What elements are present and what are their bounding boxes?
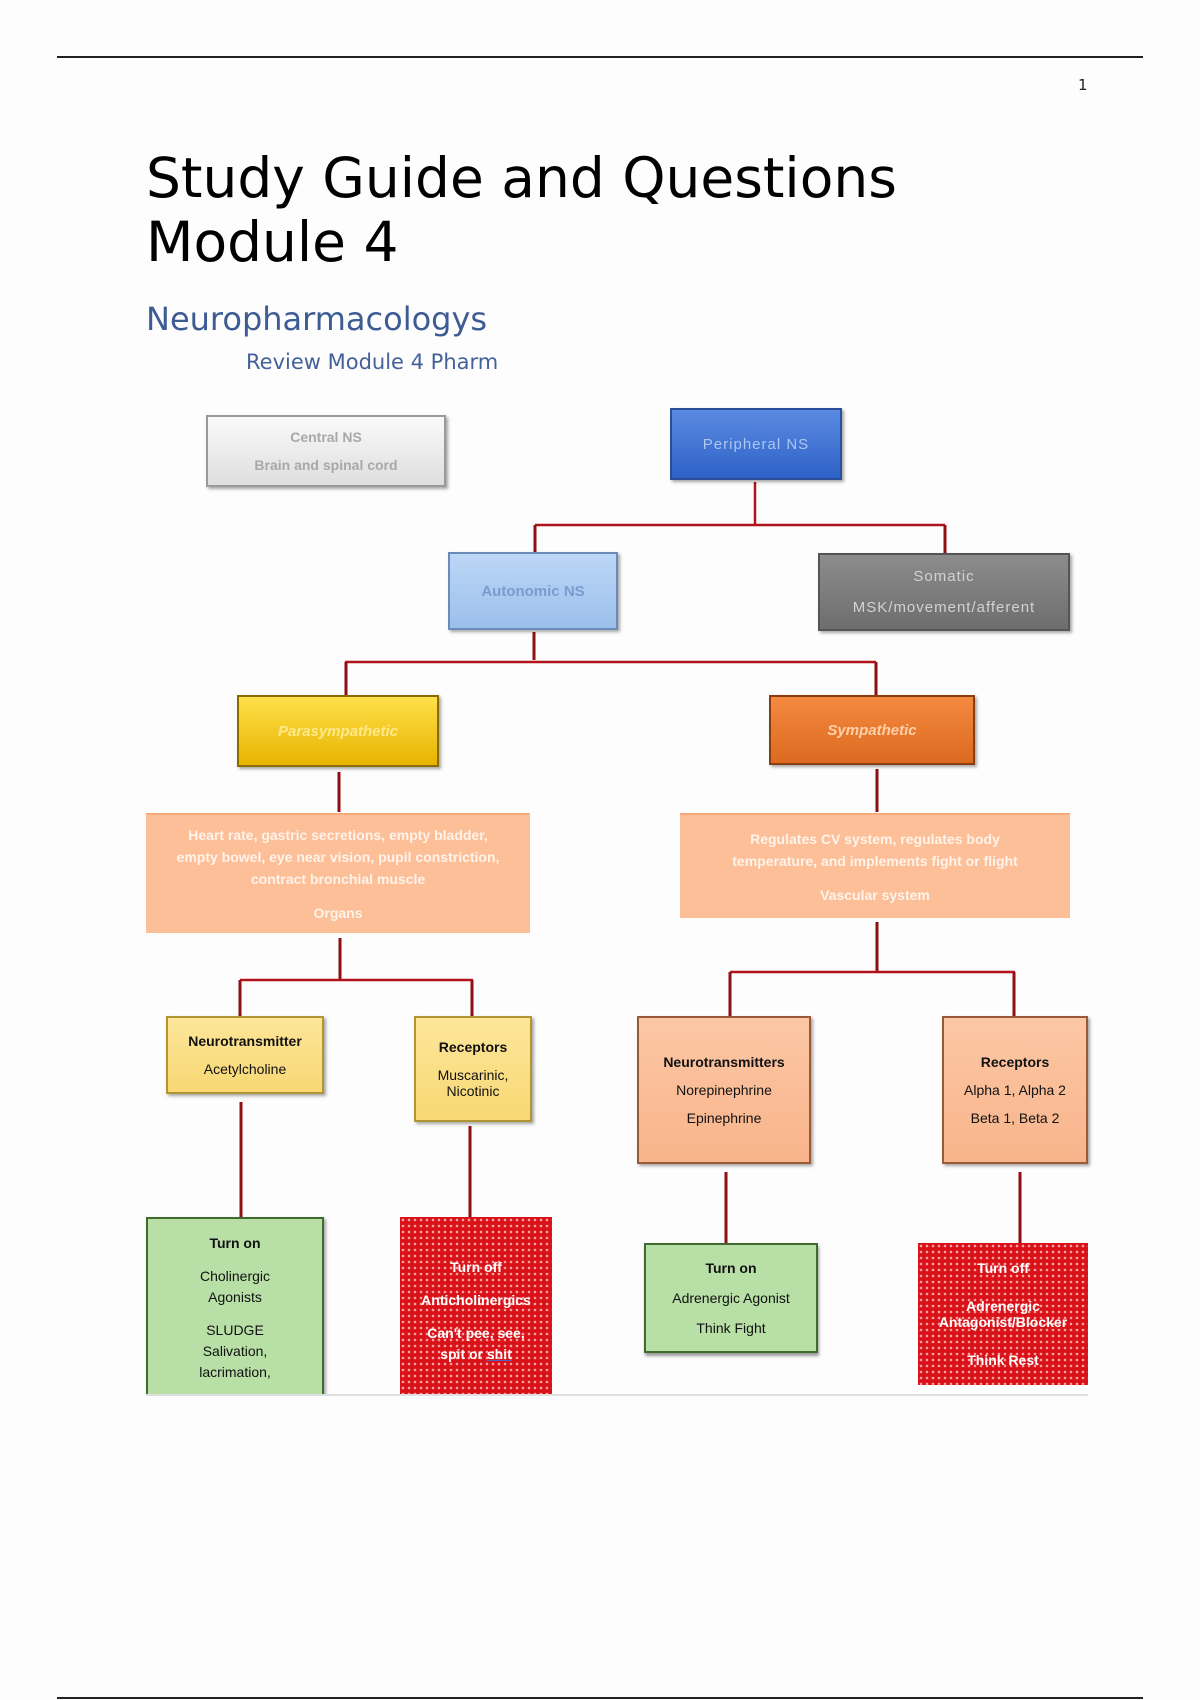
para-nt-title: Neurotransmitter — [188, 1033, 302, 1049]
nervous-system-diagram: Central NS Brain and spinal cord Periphe… — [146, 408, 1088, 1396]
symp-turn-off-lines: Adrenergic Antagonist/Blocker — [939, 1298, 1067, 1330]
symp-desc-line-2: temperature, and implements fight or fli… — [732, 852, 1018, 869]
peripheral-ns-title: Peripheral NS — [702, 435, 810, 453]
para-desc-line-2: empty bowel, eye near vision, pupil cons… — [176, 849, 500, 865]
symp-nt-value-2: Epinephrine — [686, 1110, 762, 1126]
para-nt-value: Acetylcholine — [203, 1061, 287, 1077]
page-number: 1 — [1078, 76, 1088, 94]
title-line-1: Study Guide and Questions — [146, 146, 897, 210]
parasympathetic-title: Parasympathetic — [277, 722, 399, 740]
para-turn-off-title: Turn off — [450, 1259, 502, 1275]
para-receptors-box: Receptors Muscarinic, Nicotinic — [414, 1016, 532, 1122]
section-heading: Neuropharmacologys — [146, 300, 488, 338]
symp-nt-value-1: Norepinephrine — [676, 1082, 772, 1098]
para-turn-off-line-3a: spit or — [440, 1346, 487, 1362]
sympathetic-desc-box: Regulates CV system, regulates body temp… — [680, 813, 1070, 918]
para-desc-line-3: contract bronchial muscle — [250, 871, 426, 887]
symp-turn-off-title: Turn off — [977, 1260, 1029, 1276]
para-turn-off-line-1: Anticholinergics — [421, 1292, 531, 1308]
para-receptors-title: Receptors — [438, 1039, 508, 1055]
sympathetic-title: Sympathetic — [827, 721, 917, 739]
symp-turn-off-line-1: Adrenergic — [966, 1298, 1040, 1314]
central-ns-box: Central NS Brain and spinal cord — [206, 415, 446, 487]
symp-desc-label: Vascular system — [820, 886, 930, 903]
para-turn-on-line-4: Salivation, — [202, 1343, 268, 1359]
symp-turn-on-line-1: Adrenergic Agonist — [672, 1290, 790, 1306]
symp-neurotransmitters-box: Neurotransmitters Norepinephrine Epineph… — [637, 1016, 811, 1164]
symp-turn-on-line-2: Think Fight — [696, 1320, 766, 1336]
central-ns-title: Central NS — [290, 429, 362, 445]
para-turn-on-line-2: Agonists — [208, 1289, 262, 1305]
para-turn-off-line-3: spit or shit — [440, 1344, 512, 1365]
para-neurotransmitter-box: Neurotransmitter Acetylcholine — [166, 1016, 324, 1094]
para-turn-off-line-2: Can't pee, see, — [427, 1325, 525, 1341]
para-receptors-line-1: Muscarinic, — [437, 1067, 509, 1083]
symp-desc-line-1: Regulates CV system, regulates body — [750, 830, 1000, 847]
symp-turn-off-box: Turn off Adrenergic Antagonist/Blocker T… — [918, 1243, 1088, 1385]
para-desc-label: Organs — [313, 905, 363, 921]
symp-turn-off-line-3: Think Rest — [967, 1352, 1039, 1368]
para-turn-off-line-3b: shit — [486, 1346, 512, 1362]
parasympathetic-box: Parasympathetic — [237, 695, 439, 767]
para-turn-on-box: Turn on Cholinergic Agonists SLUDGE Sali… — [146, 1217, 324, 1394]
para-turn-on-title: Turn on — [209, 1235, 261, 1251]
title-line-2: Module 4 — [146, 210, 399, 274]
para-turn-off-box: Turn off Anticholinergics Can't pee, see… — [400, 1217, 552, 1394]
somatic-box: Somatic MSK/movement/afferent — [818, 553, 1070, 631]
diagram-canvas: Central NS Brain and spinal cord Periphe… — [146, 408, 1088, 1394]
parasympathetic-desc-box: Heart rate, gastric secretions, empty bl… — [146, 813, 530, 933]
symp-receptors-value-2: Beta 1, Beta 2 — [970, 1110, 1060, 1126]
footer-rule — [57, 1697, 1143, 1699]
symp-nt-title: Neurotransmitters — [663, 1054, 785, 1070]
image-bottom-edge — [146, 1394, 1088, 1396]
autonomic-ns-box: Autonomic NS — [448, 552, 618, 630]
symp-turn-off-line-2: Antagonist/Blocker — [938, 1314, 1068, 1330]
autonomic-ns-title: Autonomic NS — [481, 582, 585, 600]
symp-receptors-title: Receptors — [980, 1054, 1050, 1070]
para-turn-on-line-3: SLUDGE — [206, 1322, 264, 1338]
symp-receptors-value-1: Alpha 1, Alpha 2 — [964, 1082, 1066, 1098]
symp-receptors-box: Receptors Alpha 1, Alpha 2 Beta 1, Beta … — [942, 1016, 1088, 1164]
document-title: Study Guide and Questions Module 4 — [146, 146, 897, 274]
header-rule — [57, 56, 1143, 58]
sympathetic-box: Sympathetic — [769, 695, 975, 765]
para-turn-on-line-1: Cholinergic — [199, 1268, 271, 1284]
somatic-desc: MSK/movement/afferent — [852, 599, 1036, 616]
symp-turn-on-box: Turn on Adrenergic Agonist Think Fight — [644, 1243, 818, 1353]
somatic-title: Somatic — [913, 568, 975, 585]
diagram-connectors — [238, 482, 1022, 1243]
symp-turn-on-title: Turn on — [705, 1260, 757, 1276]
central-ns-desc: Brain and spinal cord — [254, 457, 398, 473]
section-subheading: Review Module 4 Pharm — [246, 350, 499, 374]
para-receptors-line-2: Nicotinic — [446, 1083, 500, 1099]
peripheral-ns-box: Peripheral NS — [670, 408, 842, 480]
para-turn-on-line-5: lacrimation, — [199, 1364, 271, 1380]
para-desc-line-1: Heart rate, gastric secretions, empty bl… — [188, 827, 488, 843]
